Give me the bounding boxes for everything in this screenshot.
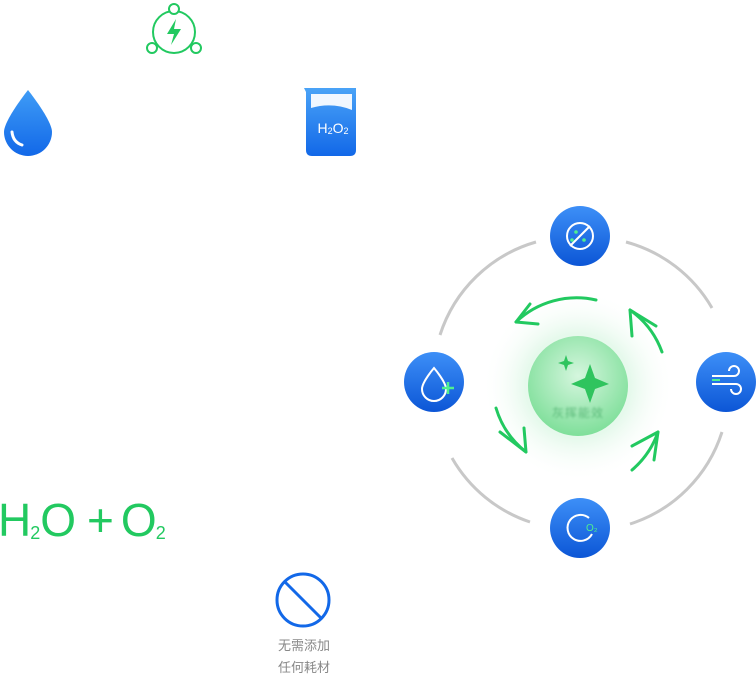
formula: H2O+O2: [0, 494, 166, 546]
svg-text:O₂: O₂: [586, 523, 598, 534]
sparkle-icon: [558, 355, 609, 403]
oxygen-icon: O₂: [550, 498, 610, 558]
airflow-icon: [696, 352, 756, 412]
cycle-diagram: O₂: [404, 206, 756, 558]
sterilize-icon: [550, 206, 610, 266]
center-text: 灰挥能效: [551, 406, 604, 420]
no-consumables-text: 无需添加 任何耗材: [277, 639, 330, 676]
no-addition-icon: [275, 572, 331, 628]
water-drop-icon: [4, 90, 52, 156]
beaker-label: H2O2: [317, 120, 349, 136]
moisturize-icon: [404, 352, 464, 412]
energy-cycle-icon: [146, 3, 202, 54]
h2o2-beaker-icon: [304, 88, 356, 156]
